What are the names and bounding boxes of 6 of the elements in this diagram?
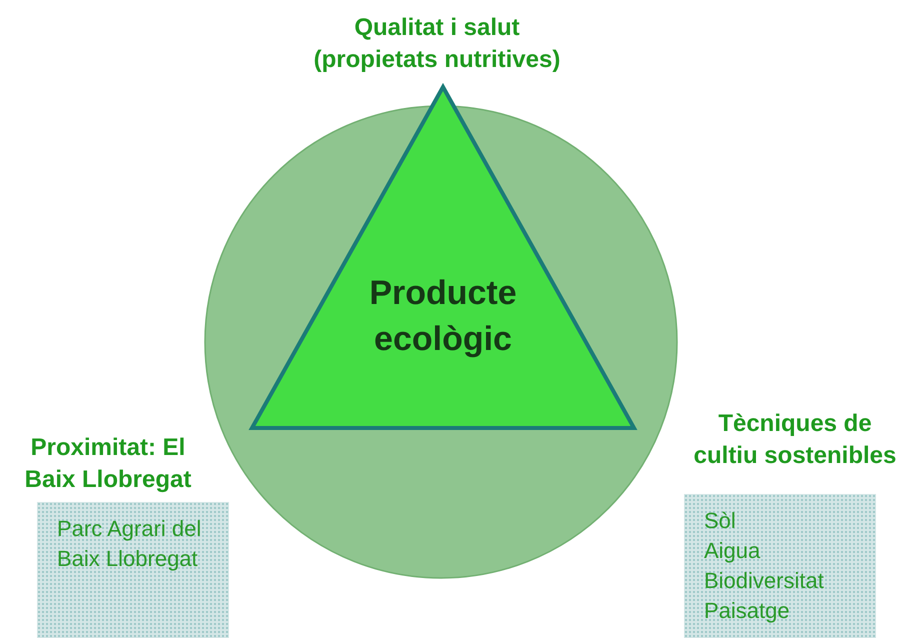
heading: Proximitat: El Baix Llobregat: [24, 433, 192, 495]
heading: Qualitat i salut (propietats nutritives): [312, 13, 562, 75]
heading: Tècniques de cultiu sostenibles: [692, 409, 898, 471]
text-panel: Parc Agrari del Baix Llobregat: [37, 502, 229, 638]
text-panel: Sòl Aigua Biodiversitat Paisatge: [684, 494, 876, 638]
center-label: Producte ecològic: [368, 273, 518, 360]
